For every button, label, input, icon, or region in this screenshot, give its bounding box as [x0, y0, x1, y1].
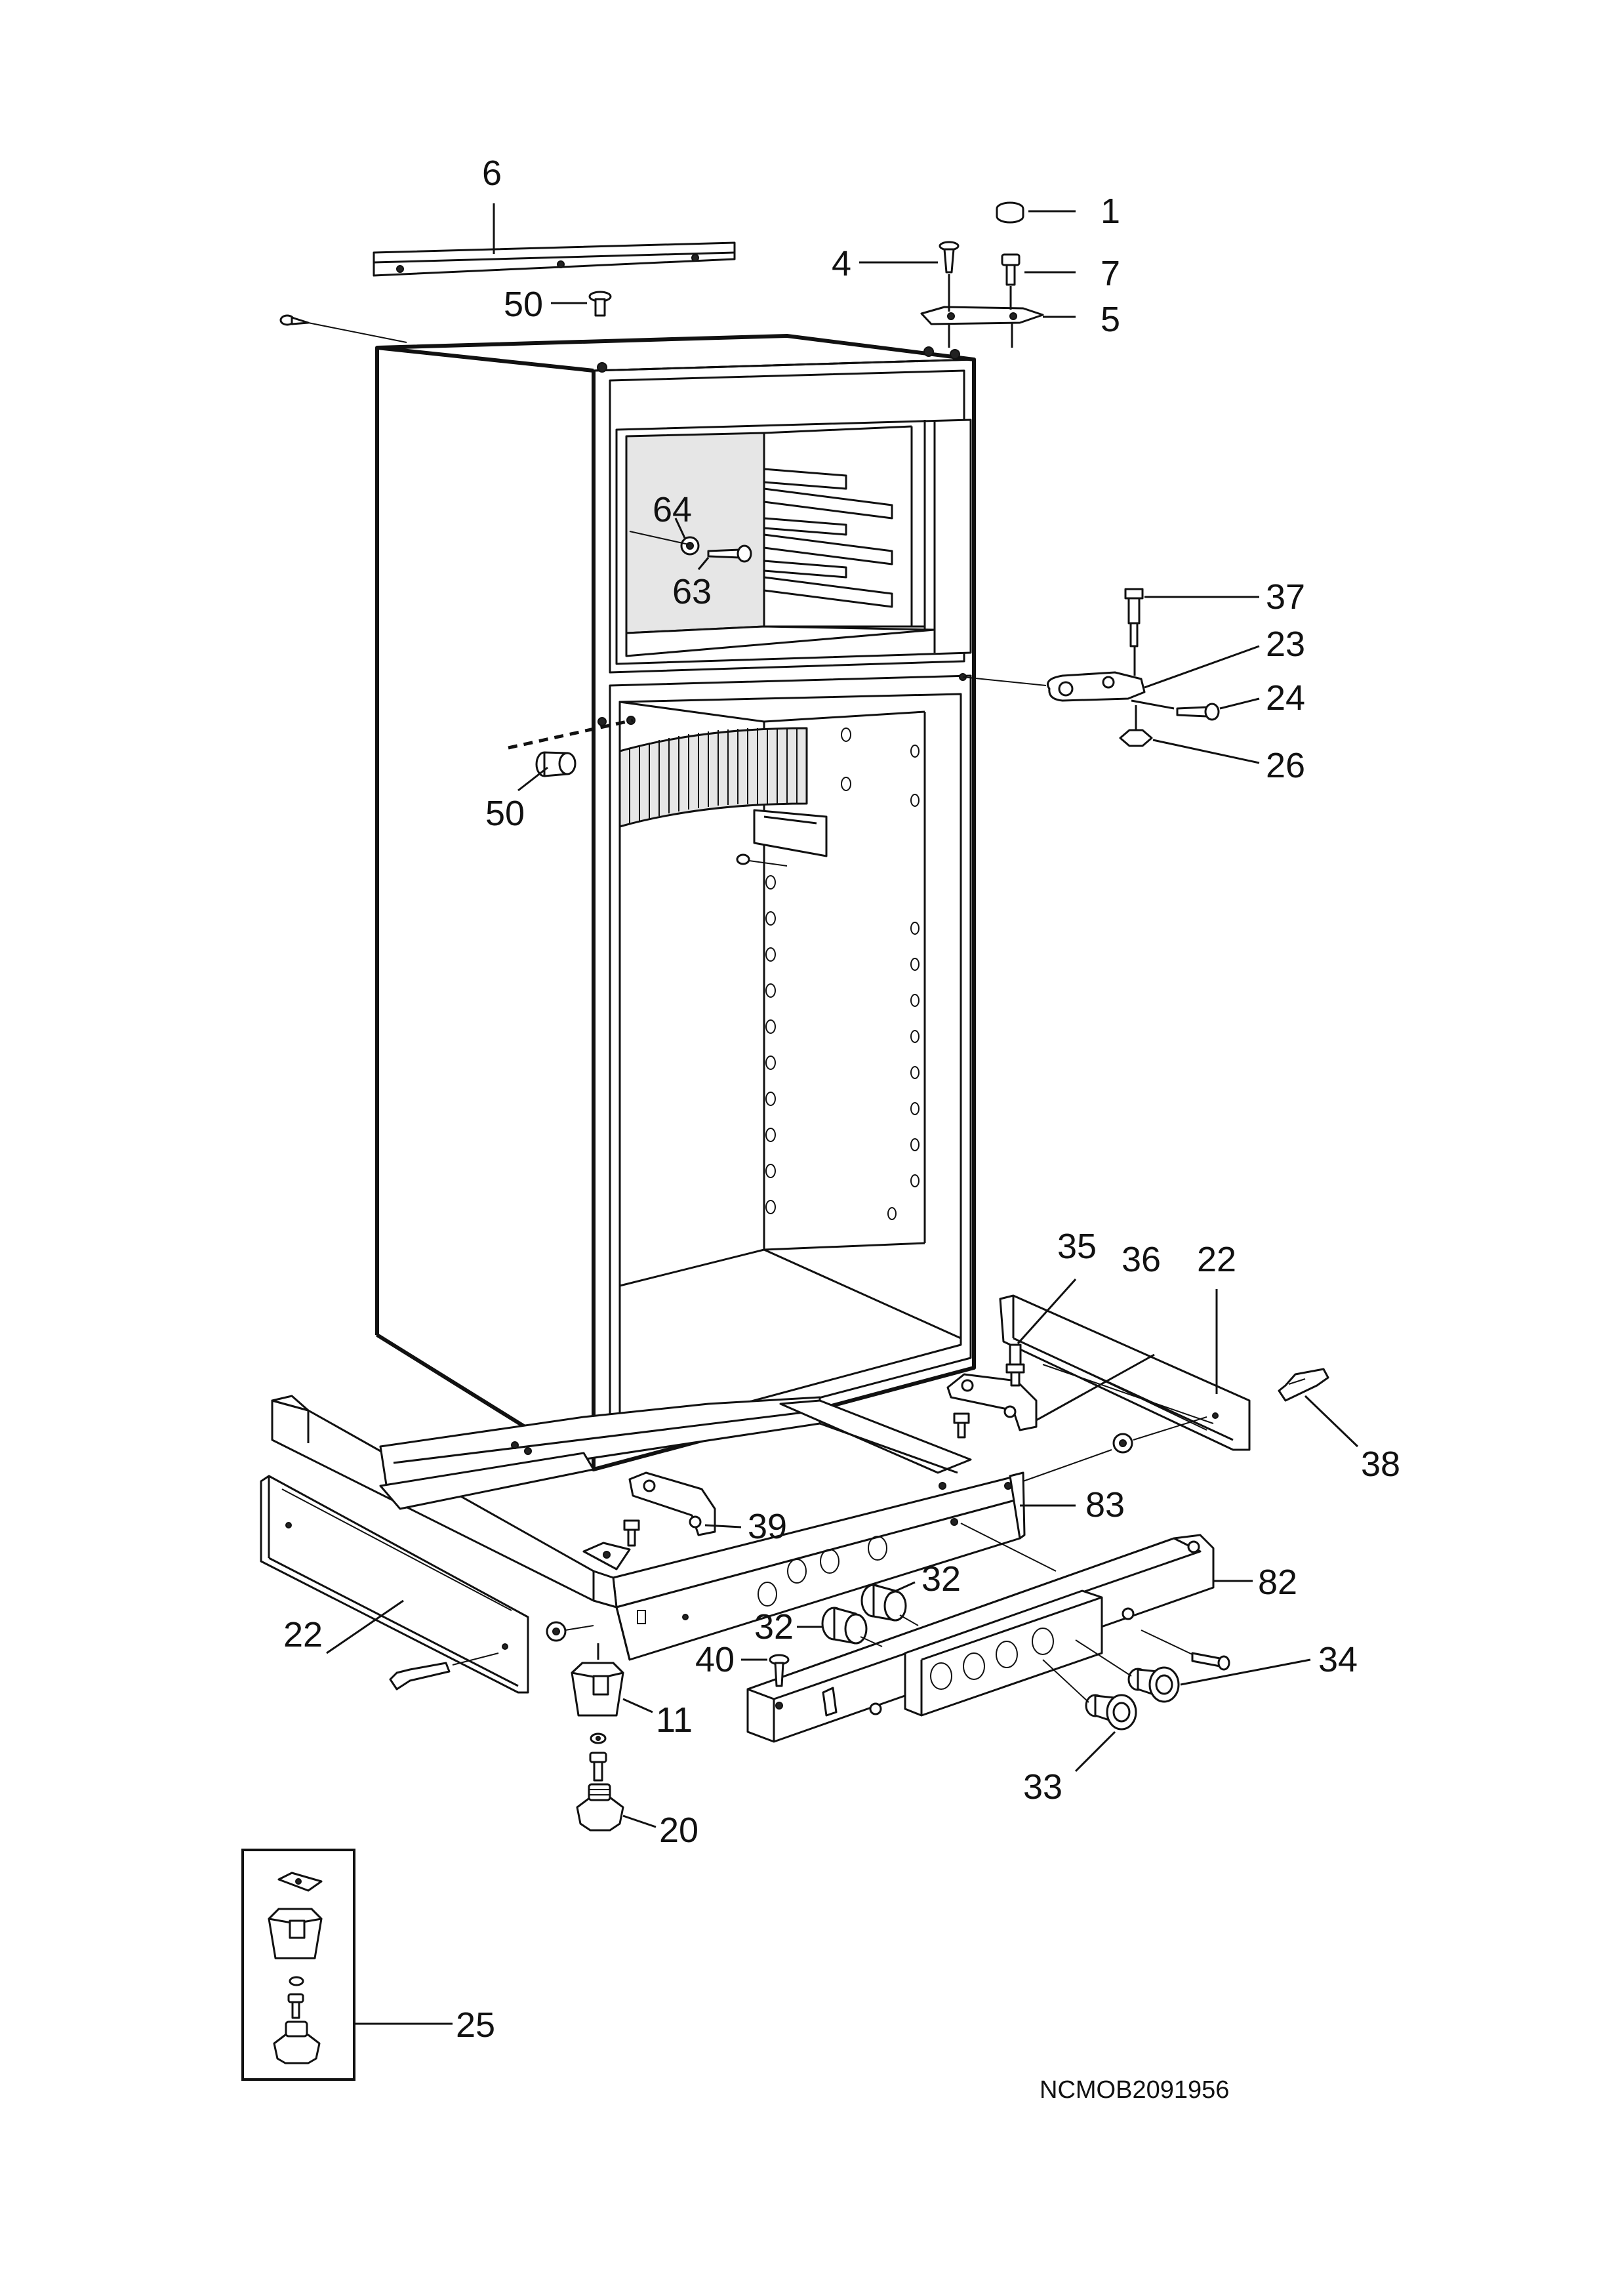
washer-left-strip [546, 1621, 594, 1642]
callout-63: 63 [672, 572, 712, 611]
callout-25: 25 [456, 2005, 495, 2045]
part-22-left-strip [260, 1475, 529, 1694]
part-37-hinge-pin [1124, 588, 1259, 647]
callout-7: 7 [1101, 254, 1120, 293]
part-63-screw [629, 531, 752, 570]
callout-32b: 32 [754, 1607, 794, 1647]
callout-22b: 22 [283, 1615, 323, 1654]
drawing-code: NCMOB2091956 [1040, 2076, 1229, 2104]
callout-22: 22 [1197, 1240, 1236, 1279]
part-26-nut [1119, 705, 1260, 764]
callout-50b: 50 [485, 794, 525, 833]
bracket-left-small [582, 1519, 640, 1570]
callout-37: 37 [1266, 577, 1305, 617]
callout-35: 35 [1057, 1227, 1097, 1266]
part-83-base-frame [271, 1395, 1076, 1661]
callout-83: 83 [1085, 1485, 1125, 1525]
callout-33: 33 [1023, 1767, 1062, 1807]
callout-64: 64 [653, 490, 692, 529]
part-22-right-strip [999, 1289, 1251, 1451]
part-39-bracket [628, 1471, 742, 1536]
part-34-knob [1075, 1639, 1311, 1703]
part-82-kick-plate [746, 1534, 1253, 1743]
part-32-knob-lower [797, 1607, 883, 1647]
washer-right-strip [1022, 1416, 1207, 1482]
callout-40: 40 [695, 1640, 735, 1679]
callout-4: 4 [832, 244, 851, 283]
leveler-screw [589, 1752, 607, 1782]
callout-1: 1 [1101, 192, 1120, 231]
callout-34: 34 [1318, 1640, 1358, 1679]
part-23-lower-hinge [962, 645, 1260, 710]
kick-plate-screw [1141, 1630, 1230, 1671]
shelf-holes [765, 728, 920, 1220]
callout-24: 24 [1266, 678, 1305, 718]
part-32-knob-upper [860, 1581, 919, 1626]
part-35-pin [1005, 1278, 1077, 1387]
part-50-top-pin [551, 291, 612, 317]
callout-32: 32 [921, 1559, 961, 1599]
freezer-compartment [609, 369, 972, 674]
part-11-foot [571, 1643, 653, 1717]
screw-left-strip [389, 1652, 499, 1691]
part-5-hinge-plate [920, 274, 1076, 348]
callout-labels: 6 1 4 7 5 50 64 63 37 23 24 26 50 35 36 … [283, 154, 1400, 2045]
evaporator-fins [618, 727, 808, 828]
callout-26: 26 [1266, 746, 1305, 785]
callout-23: 23 [1266, 625, 1305, 664]
part-25-foot-kit-inset [241, 1849, 453, 2081]
callout-39: 39 [748, 1507, 787, 1546]
part-36-bracket [946, 1353, 1214, 1431]
callout-82: 82 [1258, 1563, 1297, 1602]
callout-6: 6 [482, 154, 502, 193]
part-6-top-rail [373, 203, 736, 277]
part-40-screw [741, 1654, 790, 1710]
callout-36: 36 [1122, 1240, 1161, 1279]
small-screw-top-left [279, 314, 407, 343]
callout-50: 50 [504, 285, 543, 324]
leveler-washer [590, 1732, 607, 1744]
fridge-compartment [597, 673, 972, 1454]
part-24-screw [1176, 697, 1260, 721]
part-7-bolt [1001, 253, 1076, 286]
part-38-screw [1278, 1368, 1359, 1448]
callout-5: 5 [1101, 300, 1120, 339]
part-20-leveler [576, 1783, 657, 1832]
callout-11: 11 [656, 1700, 693, 1740]
part-4-screw [859, 241, 960, 274]
small-screw-fridge [736, 853, 788, 867]
bracket-screw-right [953, 1412, 970, 1439]
part-50-door-pin [508, 718, 634, 792]
callout-20: 20 [659, 1811, 698, 1850]
callout-38: 38 [1361, 1445, 1400, 1484]
part-1-cap [996, 201, 1076, 224]
part-33-knob [1042, 1659, 1137, 1773]
